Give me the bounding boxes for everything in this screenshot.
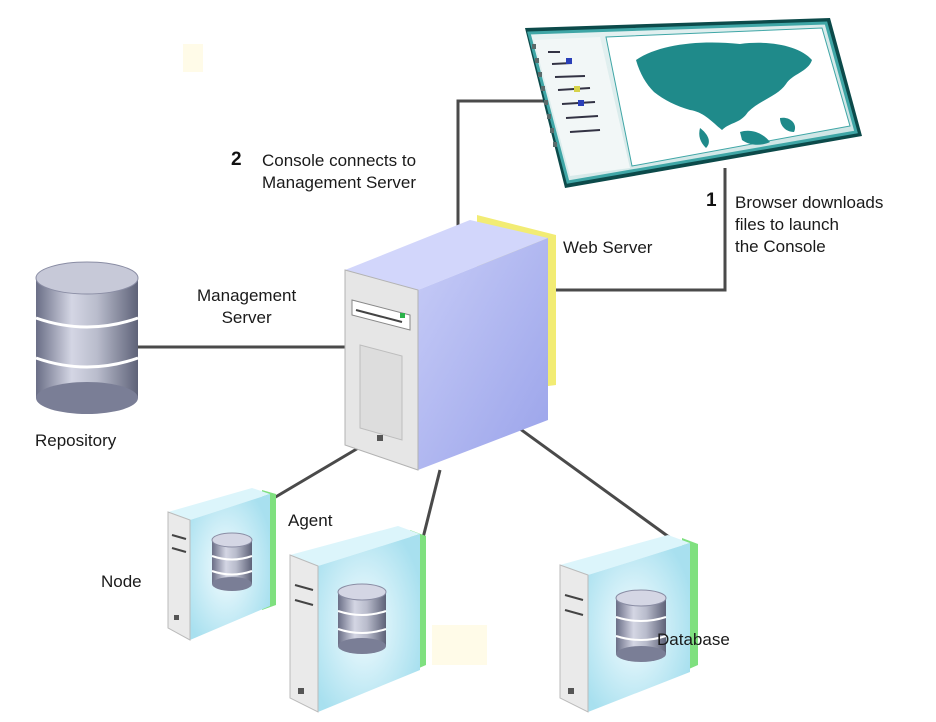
- step2-caption-line2: Management Server: [262, 173, 417, 192]
- step1-caption-line3: the Console: [735, 237, 826, 256]
- step2-caption: Console connects to Management Server: [262, 150, 416, 194]
- server-tower-icon: [344, 215, 556, 471]
- step1-caption-line1: Browser downloads: [735, 193, 884, 212]
- database-cylinder-icon: [35, 261, 139, 414]
- step1-caption: Browser downloads files to launch the Co…: [735, 192, 883, 258]
- node-server-icon: [167, 488, 276, 641]
- node-label: Node: [101, 572, 142, 591]
- console-screenshot-icon: [525, 18, 862, 188]
- console-to-webserver-line: [548, 168, 727, 292]
- node-server-icon: [289, 526, 426, 713]
- step1-caption-line2: files to launch: [735, 215, 839, 234]
- background-tint: [183, 44, 203, 72]
- step1-number: 1: [706, 190, 717, 211]
- management-server-label-line2: Server: [221, 308, 272, 327]
- agent-label: Agent: [288, 511, 333, 530]
- node1-link-line: [261, 445, 361, 507]
- connection-lines: [136, 99, 727, 551]
- step2-number: 2: [231, 149, 242, 170]
- management-server-label: Management Server: [197, 285, 296, 329]
- background-tint: [432, 625, 487, 665]
- step2-caption-line1: Console connects to: [262, 151, 417, 170]
- node3-link-line: [504, 416, 681, 547]
- console-to-server-line: [456, 99, 565, 250]
- database-label: Database: [657, 630, 730, 649]
- repository-label: Repository: [35, 431, 117, 450]
- web-server-label: Web Server: [563, 238, 653, 257]
- node-server-icon: [559, 535, 698, 713]
- management-server-label-line1: Management: [197, 286, 297, 305]
